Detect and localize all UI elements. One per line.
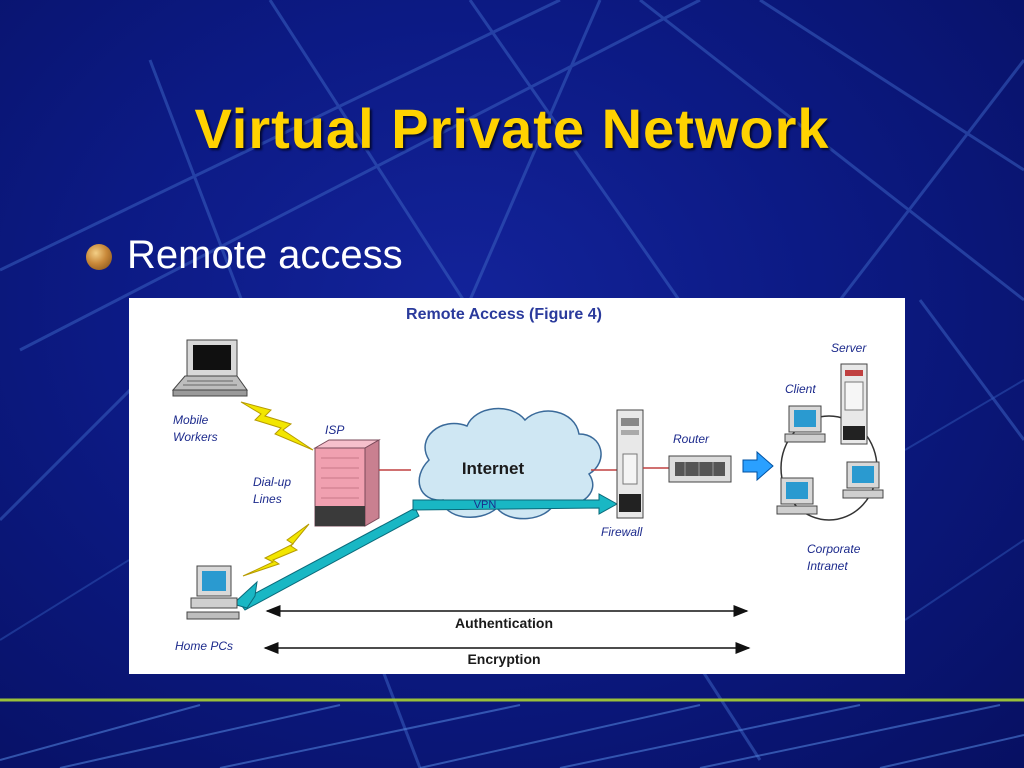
client-pc-icon bbox=[784, 405, 826, 443]
server-icon bbox=[840, 363, 868, 445]
firewall-label: Firewall bbox=[601, 525, 643, 539]
intranet-pc-icon-left bbox=[776, 477, 818, 515]
bullet-icon bbox=[86, 244, 112, 270]
internet-label: Internet bbox=[462, 459, 525, 478]
firewall-icon bbox=[616, 409, 644, 519]
router-icon bbox=[668, 455, 732, 483]
encryption-label: Encryption bbox=[467, 651, 540, 667]
network-diagram: Remote Access (Figure 4) Mobile Workers … bbox=[171, 306, 884, 667]
isp-building-icon bbox=[313, 439, 381, 527]
remote-access-figure: Remote Access (Figure 4) Mobile Workers … bbox=[129, 298, 905, 674]
intranet-pc-icon-right bbox=[842, 461, 884, 499]
laptop-icon bbox=[171, 339, 248, 397]
internet-cloud-icon bbox=[418, 407, 602, 520]
corporate-intranet-label-1: Corporate bbox=[807, 542, 861, 556]
dial-up-label-2: Lines bbox=[253, 492, 282, 506]
home-pcs-label: Home PCs bbox=[175, 639, 233, 653]
lightning-bolt-icon-upper bbox=[240, 401, 314, 451]
vpn-label: VPN bbox=[474, 499, 497, 511]
server-label: Server bbox=[831, 341, 867, 355]
client-label: Client bbox=[785, 382, 816, 396]
lightning-bolt-icon-lower bbox=[242, 523, 310, 577]
router-label: Router bbox=[673, 432, 710, 446]
arrow-right-icon bbox=[742, 450, 774, 482]
authentication-label: Authentication bbox=[455, 615, 553, 631]
corporate-intranet-label-2: Intranet bbox=[807, 559, 848, 573]
vpn-tunnel bbox=[232, 493, 619, 611]
figure-caption: Remote Access (Figure 4) bbox=[406, 306, 602, 323]
dial-up-label-1: Dial-up bbox=[253, 475, 291, 489]
isp-label: ISP bbox=[325, 423, 344, 437]
slide-title: Virtual Private Network bbox=[194, 97, 830, 160]
mobile-workers-label-2: Workers bbox=[173, 430, 218, 444]
bullet-text: Remote access bbox=[127, 233, 403, 277]
home-pc-icon bbox=[186, 565, 240, 620]
mobile-workers-label-1: Mobile bbox=[173, 413, 209, 427]
